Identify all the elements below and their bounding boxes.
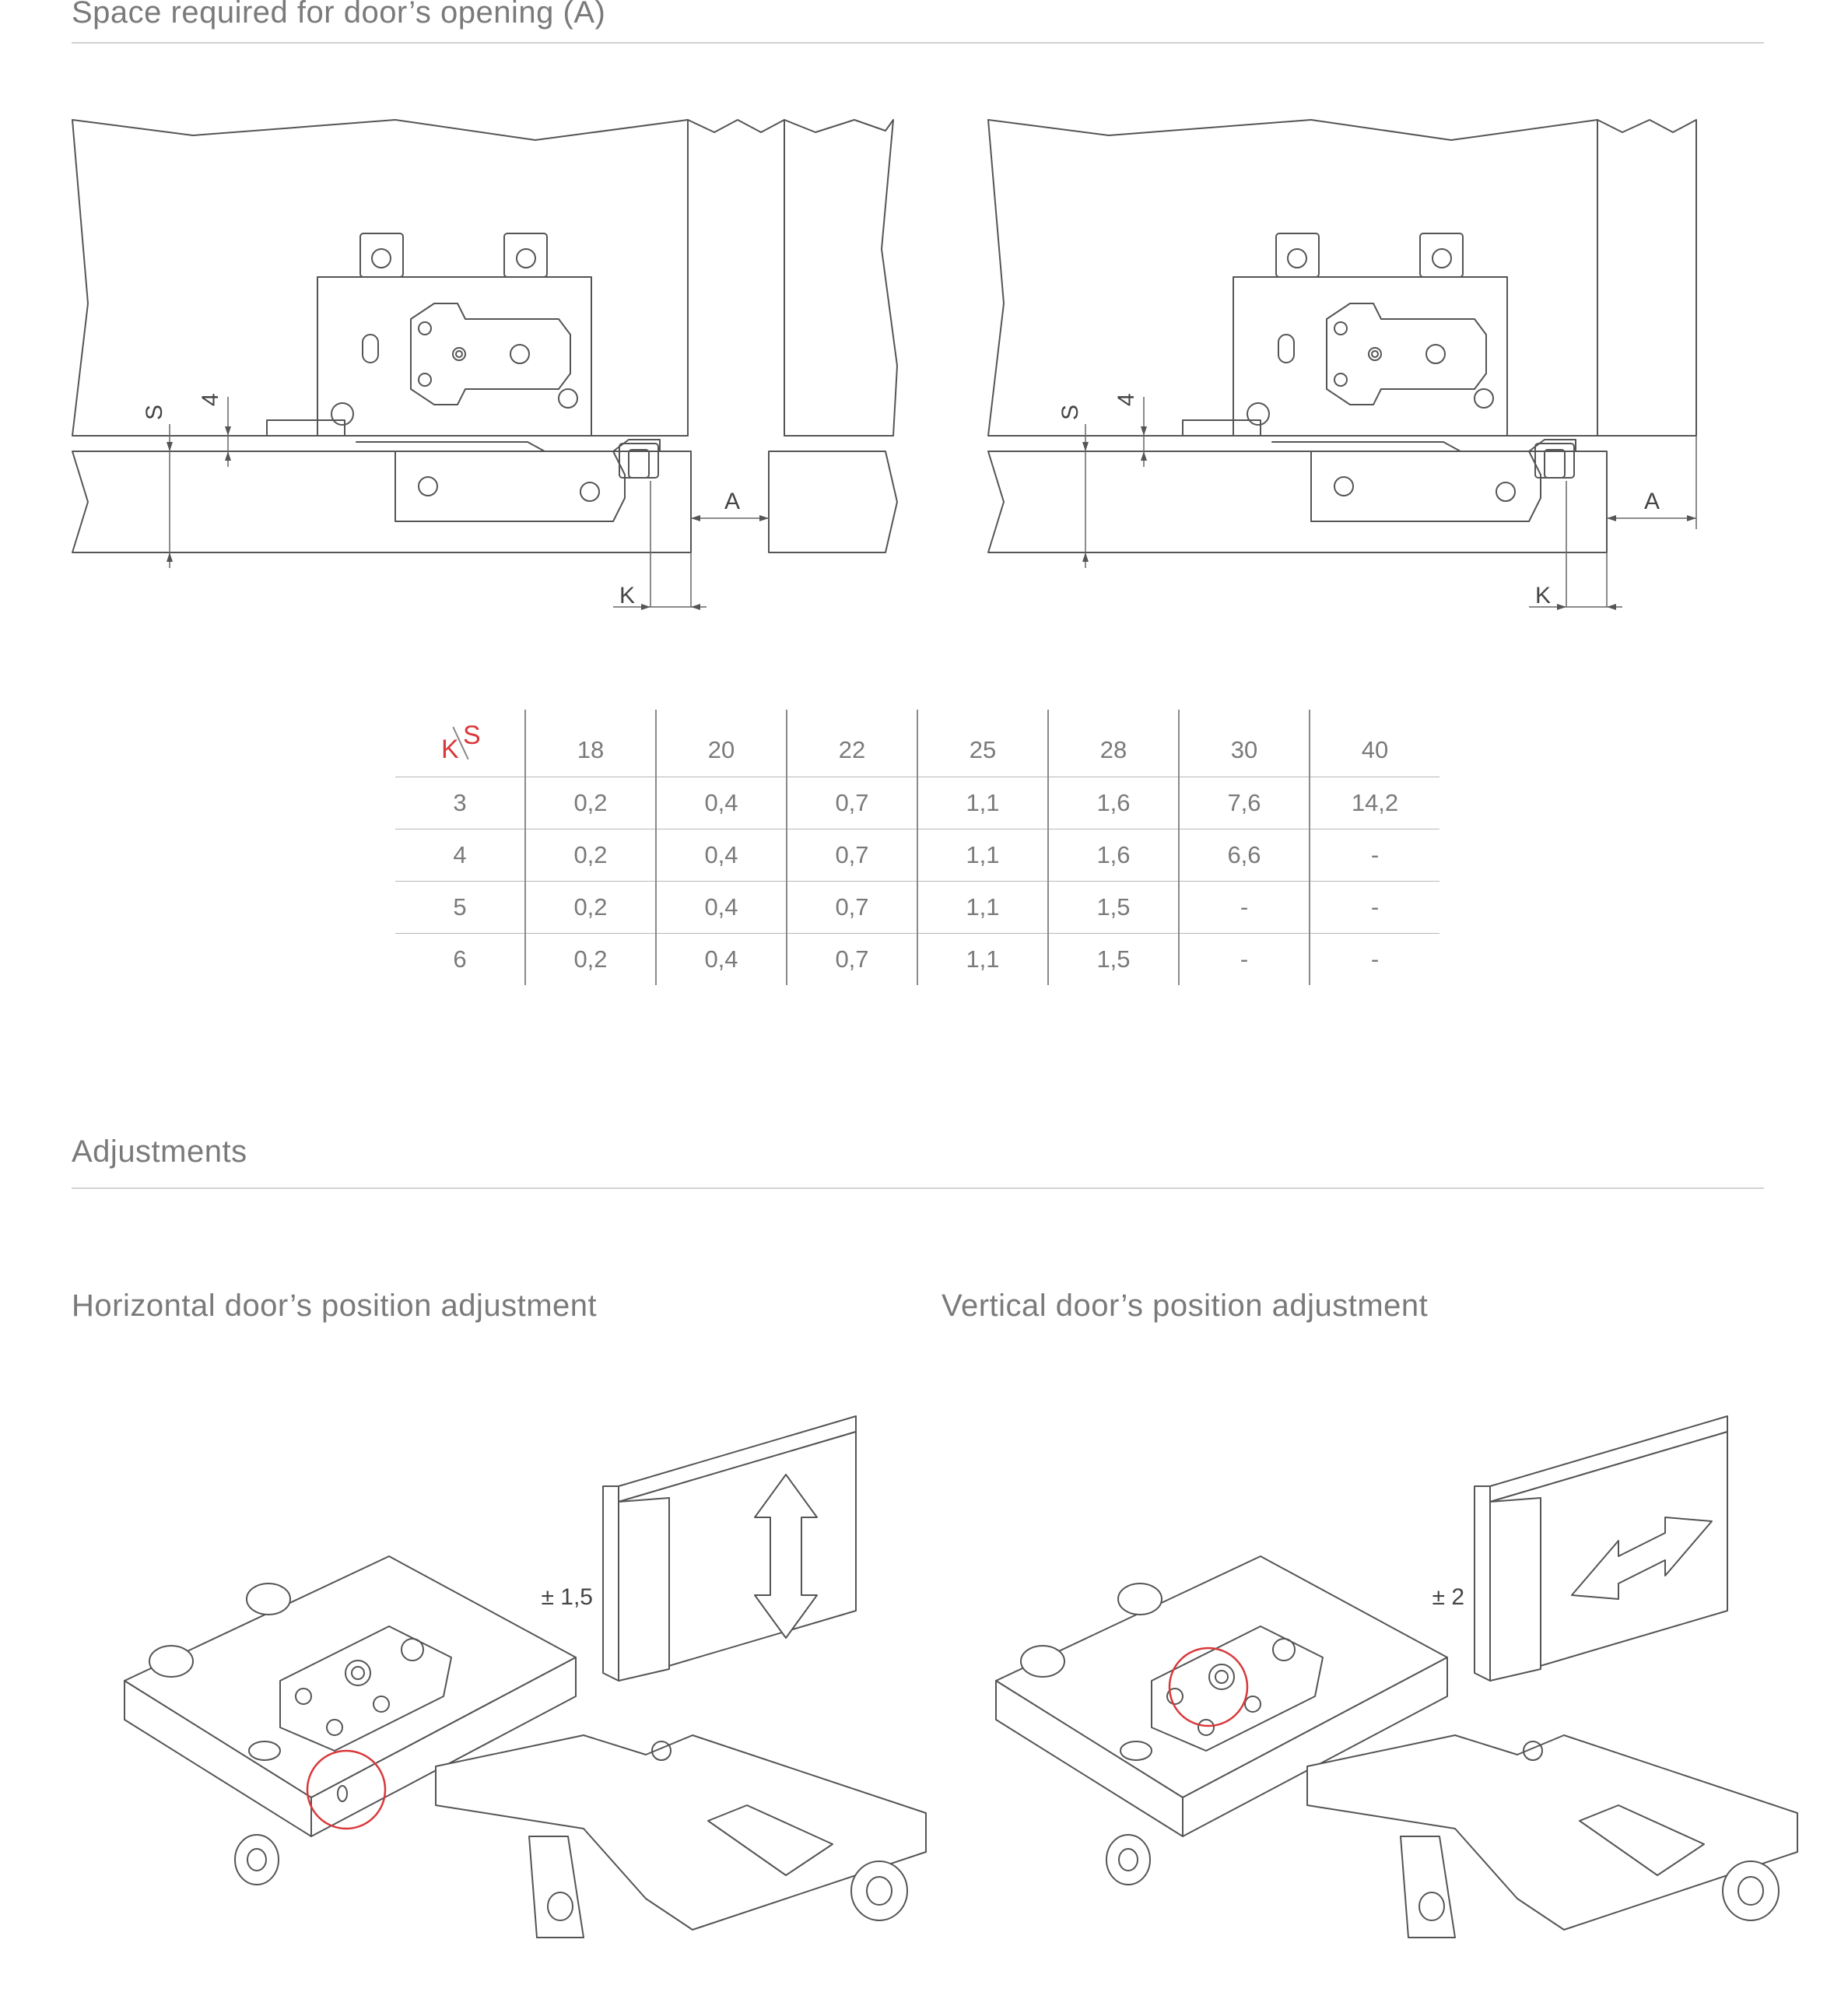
hinge-section-drawing-left: S 4 A K — [72, 119, 898, 610]
row-header: 3 — [395, 777, 525, 829]
table-cell: 0,2 — [524, 829, 656, 882]
vertical-adjustment-value: ± 2 — [1432, 1584, 1464, 1610]
column-header: 40 — [1309, 710, 1439, 777]
table-cell: 0,2 — [524, 777, 656, 829]
table-cell: 0,2 — [524, 881, 656, 934]
horizontal-adjustment-title: Horizontal door’s position adjustment — [72, 1289, 598, 1323]
dim-label-k: K — [1535, 583, 1551, 608]
table-cell: 0,4 — [655, 829, 787, 882]
vertical-adjustment-illustration: ± 2 — [995, 1415, 1798, 1938]
table-cell: 14,2 — [1309, 777, 1439, 829]
row-header: 6 — [453, 945, 467, 973]
table-cell: 1,1 — [917, 777, 1048, 829]
table-cell: 6,6 — [1178, 829, 1310, 882]
corner-label-k: K — [441, 735, 459, 764]
column-header: 18 — [524, 710, 656, 777]
dim-label-k: K — [619, 583, 635, 608]
table-cell: 0,7 — [786, 881, 917, 934]
row-header: 4 — [395, 829, 525, 882]
table-cell: 1,1 — [917, 829, 1048, 882]
table-cell: 0,2 — [524, 933, 656, 985]
adjustment-screw-highlight — [306, 1749, 387, 1830]
hinge-section-drawing-right: S 4 A K — [987, 119, 1697, 610]
row-header: 5 — [395, 881, 525, 934]
adjustment-screw-highlight — [1168, 1647, 1249, 1727]
dim-label-s: S — [1057, 405, 1083, 420]
column-header: 25 — [917, 710, 1048, 777]
column-header: 30 — [1178, 710, 1310, 777]
table-cell: 0,4 — [655, 777, 787, 829]
column-header: 20 — [655, 710, 787, 777]
table-cell: - — [1309, 881, 1439, 934]
corner-label-s: S — [463, 721, 481, 750]
section-title-opening: Space required for door’s opening (A) — [72, 0, 606, 30]
table-cell: 7,6 — [1178, 777, 1310, 829]
table-cell: 0,4 — [655, 933, 787, 985]
table-cell: 1,6 — [1047, 829, 1179, 882]
table-cell: 1,5 — [1047, 881, 1179, 934]
table-cell: 1,5 — [1047, 933, 1179, 985]
table-row: 3 0,2 0,4 0,7 1,1 1,6 7,6 14,2 — [395, 777, 1439, 829]
horizontal-adjustment-illustration: ± 1,5 — [124, 1415, 927, 1938]
dim-label-4: 4 — [1113, 393, 1139, 406]
horizontal-adjustment-value: ± 1,5 — [541, 1584, 593, 1610]
dim-label-a: A — [724, 489, 740, 514]
table-cell: - — [1309, 933, 1439, 985]
table-cell: 1,1 — [917, 881, 1048, 934]
table-cell: 0,4 — [655, 881, 787, 934]
table-cell: 0,7 — [786, 777, 917, 829]
column-header: 28 — [1047, 710, 1179, 777]
column-header: 22 — [786, 710, 917, 777]
table-row: 5 0,2 0,4 0,7 1,1 1,5 - - — [395, 881, 1439, 934]
table-cell: - — [1178, 881, 1310, 934]
dim-label-a: A — [1644, 489, 1660, 514]
table-cell: - — [1309, 829, 1439, 882]
dim-label-s: S — [142, 405, 167, 420]
table-cell: 0,7 — [786, 933, 917, 985]
section-divider — [72, 1187, 1764, 1189]
dim-label-4: 4 — [198, 393, 223, 406]
table-cell: 0,7 — [786, 829, 917, 882]
section-title-adjustments: Adjustments — [72, 1135, 247, 1169]
table-row: 6 0,2 0,4 0,7 1,1 1,5 - - — [395, 933, 1439, 985]
vertical-adjustment-title: Vertical door’s position adjustment — [942, 1289, 1429, 1323]
table-cell: 1,1 — [917, 933, 1048, 985]
table-row: 4 0,2 0,4 0,7 1,1 1,6 6,6 - — [395, 829, 1439, 882]
section-divider — [72, 42, 1764, 44]
table-cell: 1,6 — [1047, 777, 1179, 829]
table-cell: - — [1178, 933, 1310, 985]
